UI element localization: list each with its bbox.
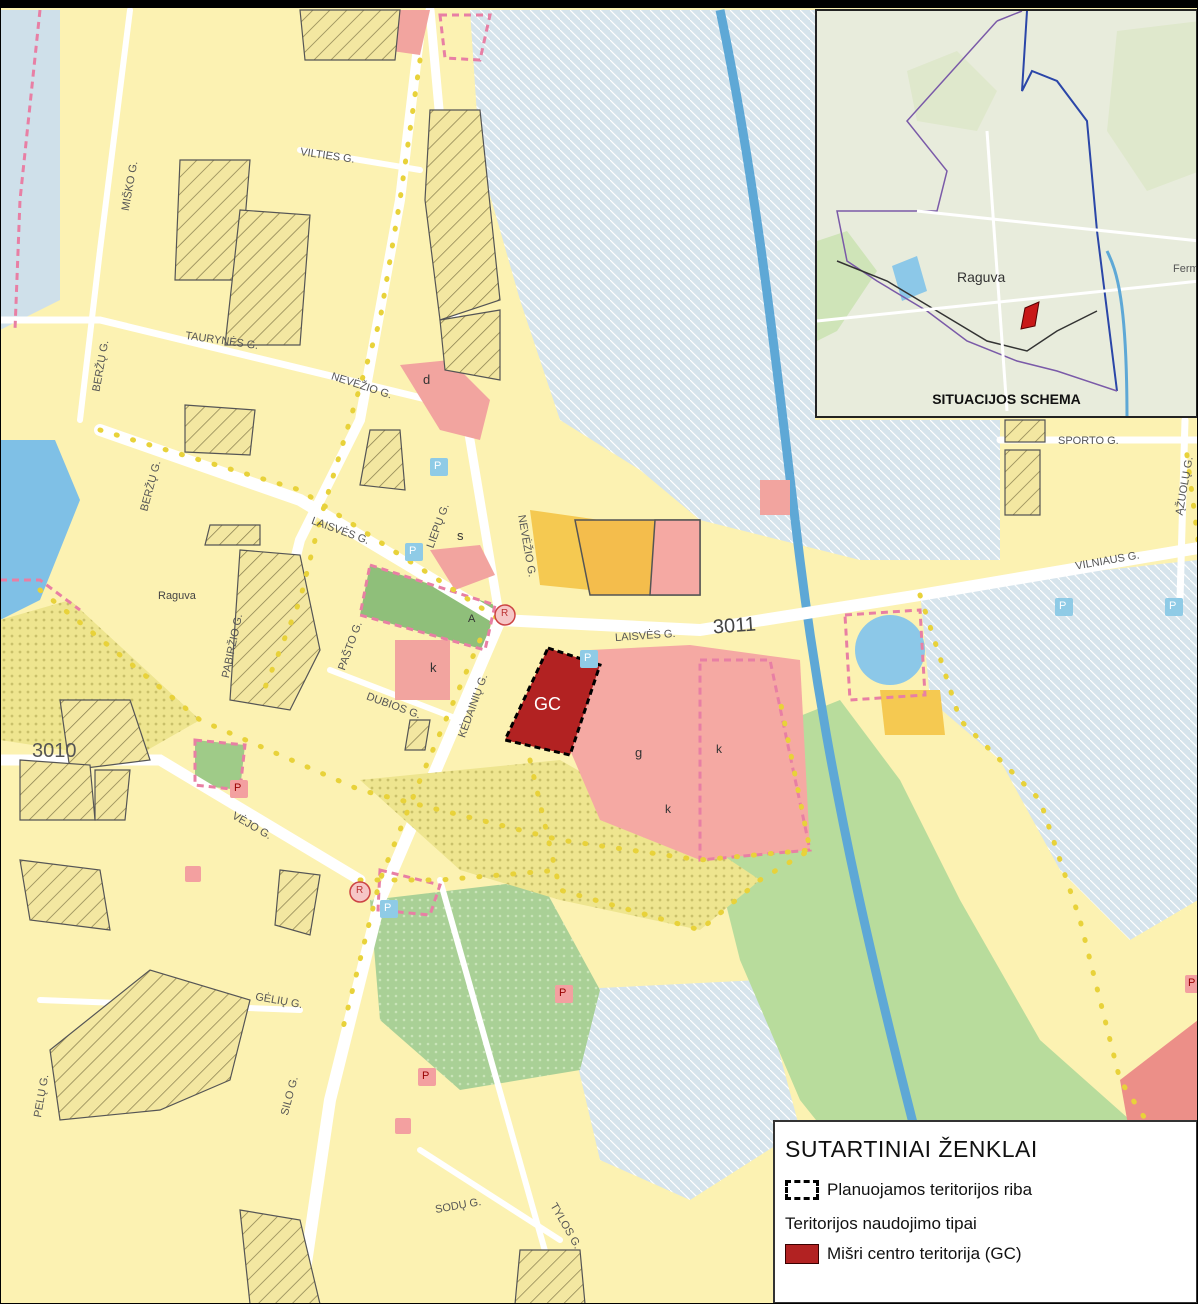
legend-mixed-label: Mišri centro teritorija (GC) xyxy=(827,1244,1022,1263)
parking-p-7: P xyxy=(422,1070,430,1082)
industrial-zone-south xyxy=(560,980,800,1200)
public-zone-d xyxy=(400,360,490,440)
place-label-raguva: Raguva xyxy=(158,590,196,602)
inset-town-label: Raguva xyxy=(957,269,1006,285)
green-zone-south xyxy=(370,880,600,1090)
legend-title: SUTARTINIAI ŽENKLAI xyxy=(785,1136,1038,1162)
zone-letter-k2: k xyxy=(716,742,722,756)
pond xyxy=(855,615,925,685)
public-lot-east xyxy=(760,480,790,515)
inset-caption: SITUACIJOS SCHEMA xyxy=(932,391,1081,407)
map-legend: SUTARTINIAI ŽENKLAI Planuojamos teritori… xyxy=(773,1120,1198,1304)
parking-p-3: P xyxy=(584,652,592,664)
parking-p-4: P xyxy=(234,782,242,794)
parking-p-9: P xyxy=(1169,600,1177,612)
zone-letter-k: k xyxy=(430,660,437,675)
park-square xyxy=(360,565,495,650)
public-zone-k xyxy=(395,640,450,700)
road-number-3011: 3011 xyxy=(712,613,757,639)
mixed-center-swatch-icon xyxy=(785,1244,819,1264)
situation-scheme-inset: Raguva Ferma SITUACIJOS SCHEMA xyxy=(815,9,1198,418)
industrial-zone-east xyxy=(920,560,1198,940)
industrial-zone-north xyxy=(470,10,1000,560)
mixed-zone-west xyxy=(0,600,200,760)
planned-gc-parcel[interactable] xyxy=(502,646,602,757)
water-west xyxy=(0,440,80,620)
industrial-zone-west xyxy=(0,10,60,330)
zone-letter-k3: k xyxy=(665,802,671,816)
zone-letter-s: s xyxy=(457,528,464,543)
street-label-sporto: SPORTO G. xyxy=(1058,435,1119,447)
green-west xyxy=(195,740,245,790)
roundabout-markers xyxy=(349,604,516,903)
legend-row-boundary: Planuojamos teritorijos riba xyxy=(785,1180,1032,1200)
zone-letter-g: g xyxy=(635,745,643,760)
parking-p-2: P xyxy=(409,545,417,557)
legend-row-mixed: Mišri centro teritorija (GC) xyxy=(785,1244,1022,1264)
public-zone-church xyxy=(570,645,810,860)
parking-markers xyxy=(185,458,1198,1134)
zone-letter-a: A xyxy=(468,613,476,625)
roundabout-letter-2: R xyxy=(356,885,364,896)
pink-zone-orange-right xyxy=(649,519,701,596)
parking-p-6: P xyxy=(559,987,567,999)
top-border xyxy=(0,0,1198,8)
yellow-dotted-boundaries xyxy=(37,57,1198,1203)
parking-p-5: P xyxy=(384,902,392,914)
canal xyxy=(715,9,965,1304)
parking-p-10: P xyxy=(1188,977,1196,989)
parking-p-8: P xyxy=(1059,600,1067,612)
mixed-zone-central xyxy=(360,760,760,930)
gc-label: GC xyxy=(534,694,561,714)
inset-ferma-label: Ferma xyxy=(1173,263,1198,275)
inset-map xyxy=(817,11,1196,416)
zone-letter-d: d xyxy=(423,372,431,387)
public-zone-s xyxy=(430,545,495,590)
legend-boundary-label: Planuojamos teritorijos riba xyxy=(827,1180,1033,1199)
parking-p-1: P xyxy=(434,460,442,472)
roundabout-letter-1: R xyxy=(501,608,509,619)
road-number-3010: 3010 xyxy=(32,740,77,762)
road-network xyxy=(0,5,1198,1304)
legend-row-subtitle: Teritorijos naudojimo tipai xyxy=(785,1214,977,1234)
legend-subtitle: Teritorijos naudojimo tipai xyxy=(785,1214,977,1233)
hatched-blocks xyxy=(19,9,1046,1304)
boundary-symbol-icon xyxy=(785,1180,819,1200)
orange-zone-east xyxy=(880,690,945,735)
